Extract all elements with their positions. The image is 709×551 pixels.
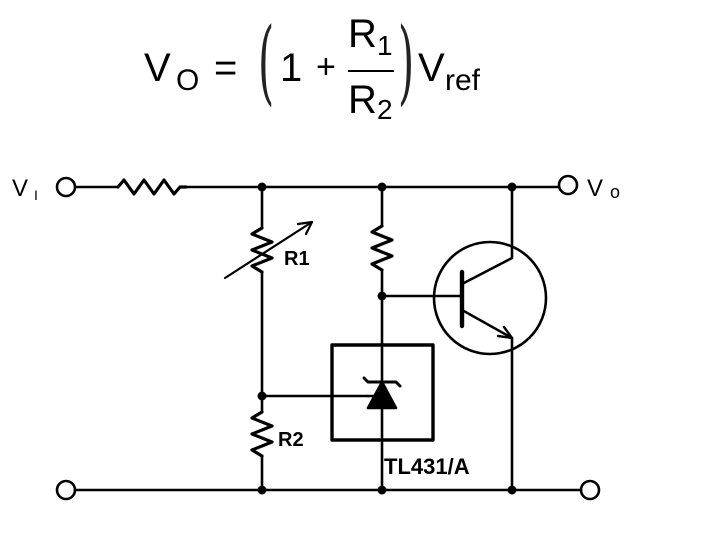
junction-dot xyxy=(377,291,387,301)
formula-denominator: R xyxy=(348,78,377,122)
output-terminal xyxy=(557,174,579,196)
tl431-cathode-bar xyxy=(362,376,402,388)
r2-label: R2 xyxy=(278,429,304,451)
transistor-emitter-arrow xyxy=(496,325,514,340)
formula-vref-subscript: ref xyxy=(445,64,481,97)
tl431-package xyxy=(330,343,435,442)
formula-vref: V xyxy=(418,46,445,90)
junction-dot xyxy=(507,182,517,192)
input-voltage-label-subscript: I xyxy=(34,187,38,203)
pass-transistor-body xyxy=(432,240,548,356)
r1-variable-arrowhead xyxy=(296,220,314,236)
input-voltage-label: V xyxy=(12,175,28,202)
formula-fraction-bar xyxy=(348,70,394,72)
r1-variable-arrow-line xyxy=(223,220,314,280)
ground-output-terminal xyxy=(579,479,601,501)
formula-equals: = xyxy=(214,46,238,90)
input-series-resistor xyxy=(116,178,188,196)
formula-plus: + xyxy=(316,48,336,86)
bias-resistor xyxy=(370,224,394,272)
output-voltage-label: V xyxy=(587,175,603,202)
formula-one: 1 xyxy=(280,46,303,90)
junction-dot xyxy=(257,182,267,192)
formula-denominator-subscript: 2 xyxy=(377,94,393,125)
tl431-label: TL431/A xyxy=(384,454,470,479)
formula-vo-subscript: O xyxy=(176,64,200,97)
ground-input-terminal xyxy=(55,479,77,501)
formula-vo: V xyxy=(144,46,171,90)
output-voltage-formula: V O = ( 1 + R 1 R 2 ) V ref xyxy=(140,8,520,126)
formula-numerator: R xyxy=(348,12,377,56)
input-terminal xyxy=(55,176,77,198)
junction-dot xyxy=(507,485,517,495)
formula-numerator-subscript: 1 xyxy=(377,30,393,61)
output-voltage-label-subscript: o xyxy=(610,182,620,202)
r1-label: R1 xyxy=(284,248,310,270)
junction-dot xyxy=(257,391,267,401)
junction-dot xyxy=(377,485,387,495)
transistor-collector xyxy=(460,185,514,286)
junction-dot xyxy=(257,485,267,495)
r2-resistor xyxy=(250,410,274,458)
formula-left-paren: ( xyxy=(258,8,275,115)
r1-variable-resistor xyxy=(250,226,274,274)
junction-dots xyxy=(257,182,517,495)
formula-right-paren: ) xyxy=(398,8,415,115)
junction-dot xyxy=(377,182,387,192)
